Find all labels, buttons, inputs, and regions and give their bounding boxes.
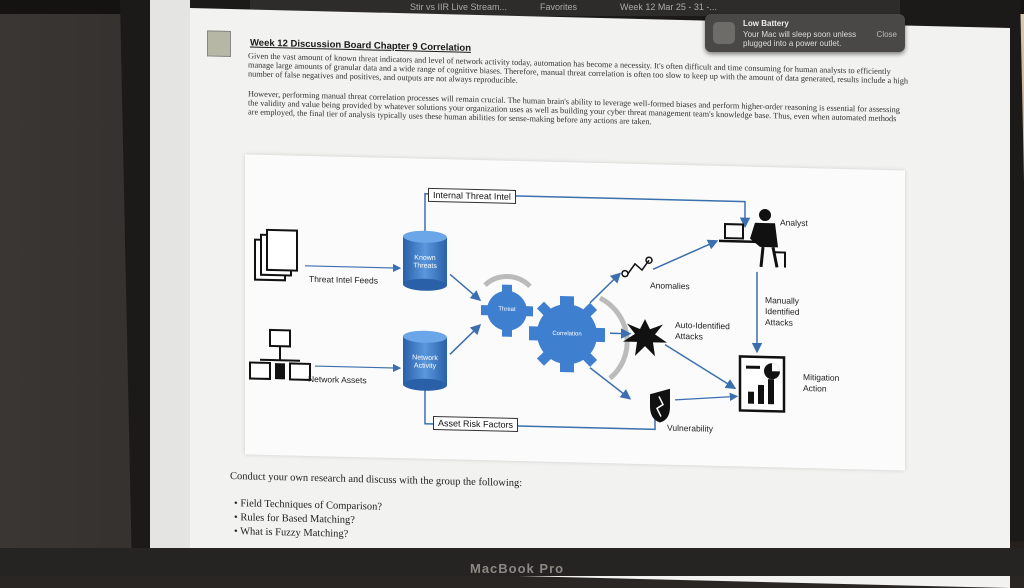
mitigation-action-label: Mitigation Action xyxy=(803,372,858,395)
tab-favorites[interactable]: Favorites xyxy=(540,2,577,12)
document-icon xyxy=(207,30,231,57)
document-page: Week 12 Discussion Board Chapter 9 Corre… xyxy=(190,8,1010,588)
manually-identified-attacks-label: Manually Identified Attacks xyxy=(765,295,825,329)
network-activity-label: Network Activity xyxy=(405,354,445,371)
correlation-gear-label: Correlation xyxy=(541,331,593,338)
asset-risk-factors-label: Asset Risk Factors xyxy=(433,416,518,432)
attack-burst-icon xyxy=(623,319,667,357)
analyst-icon xyxy=(719,208,785,268)
known-threats-label: Known Threats xyxy=(405,254,445,271)
low-battery-notification[interactable]: Low Battery Your Mac will sleep soon unl… xyxy=(705,14,905,52)
laptop-brand-label: MacBook Pro xyxy=(470,561,564,576)
question-list: Field Techniques of Comparison? Rules fo… xyxy=(234,497,382,543)
vulnerability-shield-icon xyxy=(650,388,670,422)
mitigation-report-icon xyxy=(740,356,784,411)
anomalies-icon xyxy=(622,257,652,278)
notification-body: Your Mac will sleep soon unless plugged … xyxy=(743,30,863,48)
vulnerability-label: Vulnerability xyxy=(667,423,713,434)
tab-week12[interactable]: Week 12 Mar 25 - 31 -... xyxy=(620,2,717,12)
internal-threat-intel-label: Internal Threat Intel xyxy=(428,188,516,204)
network-assets-icon xyxy=(250,329,310,379)
browser-left-margin xyxy=(150,0,190,560)
tab-stream[interactable]: Stir vs IIR Live Stream... xyxy=(410,2,507,12)
threat-gear-label: Threat xyxy=(491,306,523,313)
paragraph-1: Given the vast amount of known threat in… xyxy=(248,51,908,94)
question-heading: Conduct your own research and discuss wi… xyxy=(230,471,522,489)
threat-intel-feeds-label: Threat Intel Feeds xyxy=(309,274,378,286)
battery-icon xyxy=(713,22,735,44)
question-item: What is Fuzzy Matching? xyxy=(234,525,382,543)
paragraph-2: However, performing manual threat correl… xyxy=(248,89,908,132)
anomalies-label: Anomalies xyxy=(650,280,690,291)
network-assets-label: Network Assets xyxy=(308,374,367,385)
threat-feed-document-icon xyxy=(255,230,297,281)
notification-close-button[interactable]: Close xyxy=(877,30,897,39)
correlation-diagram: Internal Threat Intel Threat Intel Feeds… xyxy=(245,154,905,470)
analyst-label: Analyst xyxy=(780,217,808,228)
auto-identified-attacks-label: Auto-Identified Attacks xyxy=(675,320,735,343)
notification-title: Low Battery xyxy=(743,19,789,28)
